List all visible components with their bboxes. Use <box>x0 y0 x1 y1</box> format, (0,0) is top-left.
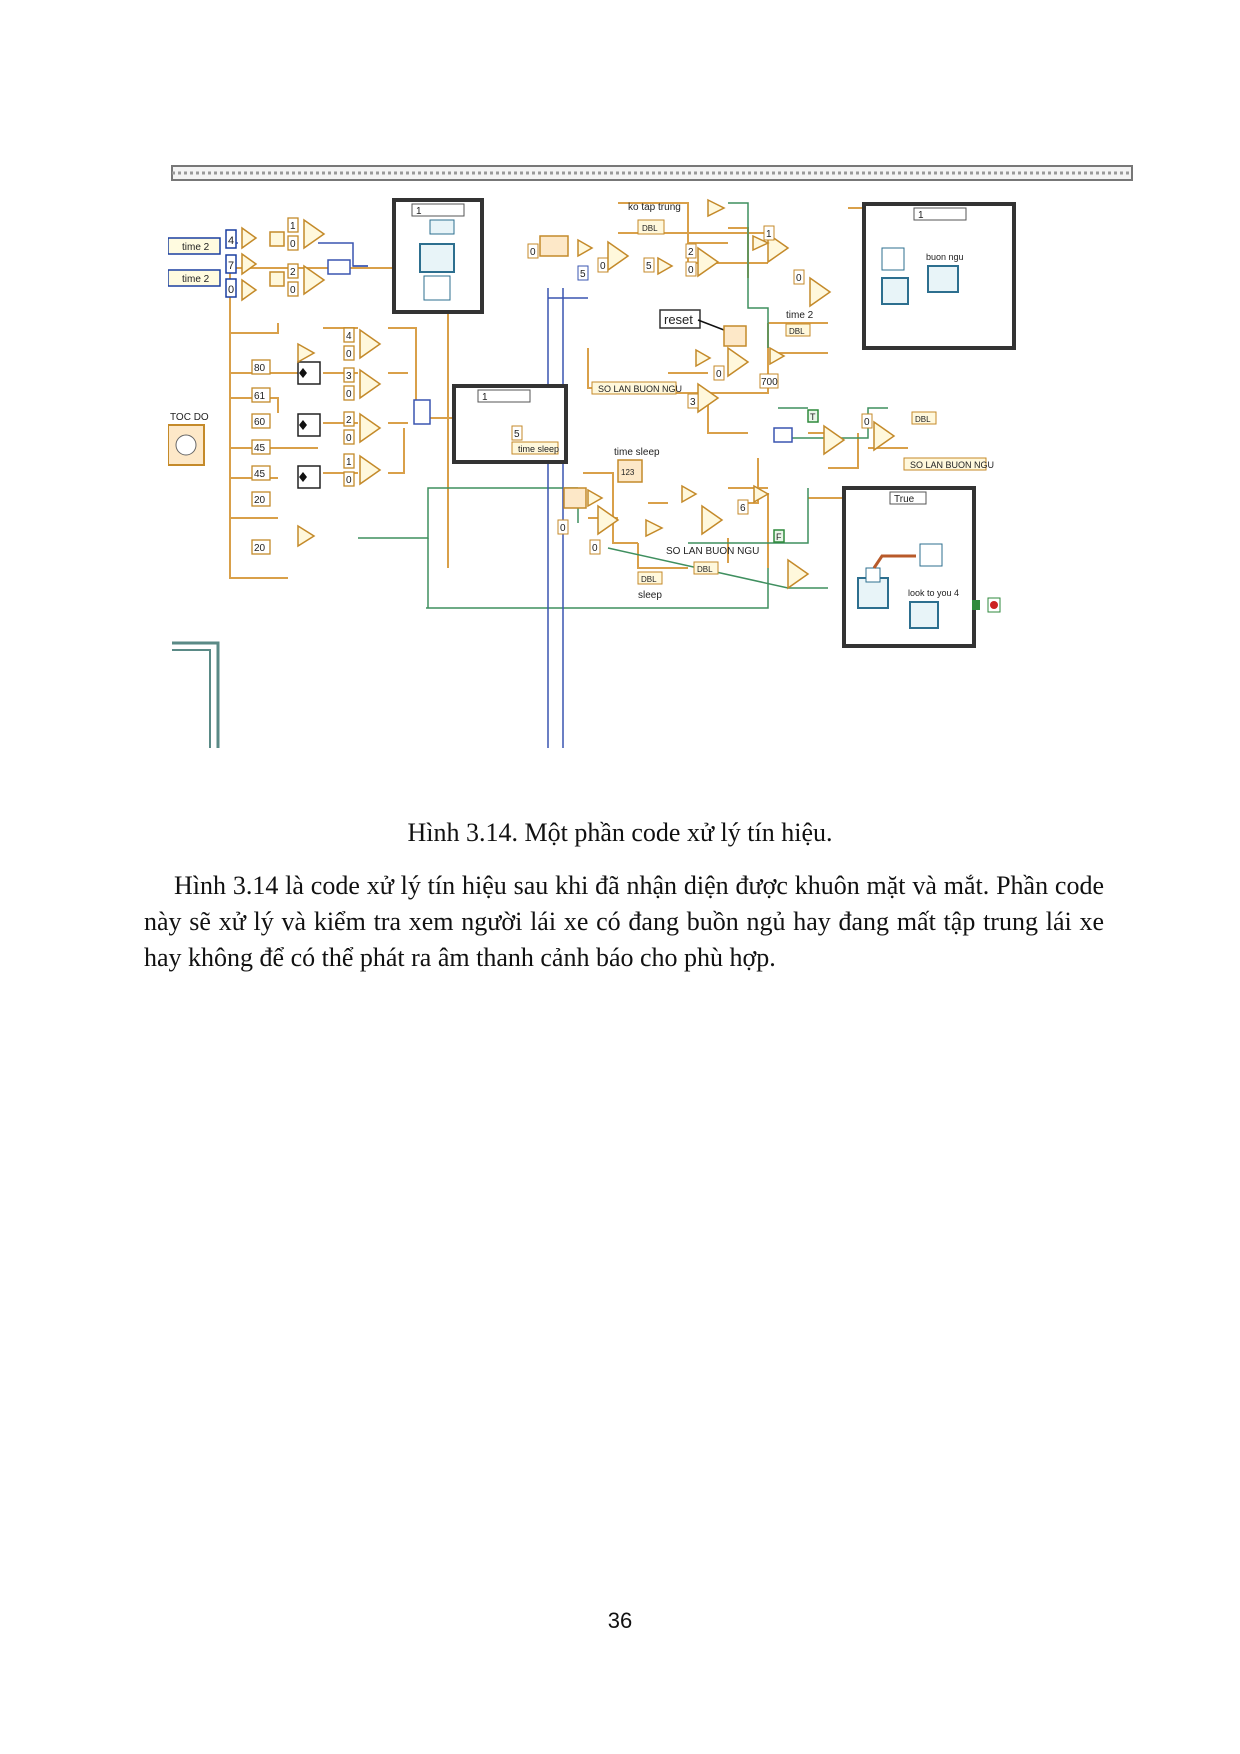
svg-text:3: 3 <box>346 371 352 382</box>
svg-text:1: 1 <box>482 392 488 403</box>
svg-text:0: 0 <box>688 265 694 276</box>
so-lan-buon-ngu-local-b: SO LAN BUON NGU <box>910 460 994 470</box>
so-lan-buon-ngu-local-a: SO LAN BUON NGU <box>598 384 682 394</box>
case-true-selector: True <box>894 494 915 505</box>
buon-ngu-label: buon ngu <box>926 252 964 262</box>
so-lan-buon-ngu-indicator: SO LAN BUON NGU <box>666 546 759 557</box>
svg-text:F: F <box>776 532 782 542</box>
svg-text:0: 0 <box>346 433 352 444</box>
svg-text:5: 5 <box>514 429 520 440</box>
svg-text:0: 0 <box>530 247 536 258</box>
svg-text:5: 5 <box>580 269 586 280</box>
svg-text:61: 61 <box>254 391 266 402</box>
svg-text:0: 0 <box>290 285 296 296</box>
time-sleep-indicator: time sleep <box>614 447 660 458</box>
svg-text:DBL: DBL <box>915 415 931 424</box>
toc-do-label: TOC DO <box>170 412 209 423</box>
svg-text:45: 45 <box>254 469 266 480</box>
svg-text:1: 1 <box>346 457 352 468</box>
svg-text:0: 0 <box>346 475 352 486</box>
svg-text:0: 0 <box>592 543 598 554</box>
svg-text:DBL: DBL <box>697 565 713 574</box>
time2-indicator-a: time 2 <box>182 242 210 253</box>
svg-text:45: 45 <box>254 443 266 454</box>
svg-text:1: 1 <box>766 229 772 240</box>
svg-text:123: 123 <box>621 468 635 477</box>
svg-text:1: 1 <box>290 221 296 232</box>
labview-block-diagram-figure: time 2 time 2 4 7 0 1 0 2 0 1 TOC DO <box>168 148 1136 748</box>
svg-text:1: 1 <box>918 210 924 221</box>
svg-text:6: 6 <box>740 503 746 514</box>
sleep-indicator: sleep <box>638 590 662 601</box>
svg-text:0: 0 <box>864 417 870 428</box>
svg-text:2: 2 <box>290 267 296 278</box>
svg-text:2: 2 <box>346 415 352 426</box>
svg-text:0: 0 <box>346 349 352 360</box>
svg-text:0: 0 <box>290 239 296 250</box>
svg-text:5: 5 <box>646 261 652 272</box>
ko-tap-trung-label: ko tap trung <box>628 202 681 213</box>
svg-text:7: 7 <box>228 260 234 272</box>
svg-text:DBL: DBL <box>789 327 805 336</box>
svg-text:20: 20 <box>254 495 266 506</box>
figure-caption: Hình 3.14. Một phần code xử lý tín hiệu. <box>407 818 833 847</box>
svg-text:T: T <box>810 412 816 422</box>
svg-text:0: 0 <box>716 369 722 380</box>
svg-text:0: 0 <box>796 273 802 284</box>
time-sleep-local-a: time sleep <box>518 444 559 454</box>
look-to-you-label: look to you 4 <box>908 588 959 598</box>
svg-text:20: 20 <box>254 543 266 554</box>
svg-text:700: 700 <box>761 377 778 388</box>
svg-text:0: 0 <box>228 284 234 296</box>
time2-label: time 2 <box>786 310 814 321</box>
time2-indicator-b: time 2 <box>182 274 210 285</box>
svg-text:60: 60 <box>254 417 266 428</box>
svg-text:4: 4 <box>346 331 352 342</box>
svg-text:0: 0 <box>600 261 606 272</box>
svg-text:DBL: DBL <box>642 224 658 233</box>
page-number: 36 <box>607 1608 633 1633</box>
svg-text:0: 0 <box>346 389 352 400</box>
svg-text:1: 1 <box>416 206 422 217</box>
body-paragraph: Hình 3.14 là code xử lý tín hiệu sau khi… <box>144 871 1104 972</box>
svg-text:3: 3 <box>690 397 696 408</box>
svg-text:0: 0 <box>560 523 566 534</box>
svg-text:4: 4 <box>228 235 234 247</box>
svg-text:80: 80 <box>254 363 266 374</box>
reset-label: reset <box>664 312 693 327</box>
svg-text:DBL: DBL <box>641 575 657 584</box>
svg-text:2: 2 <box>688 247 694 258</box>
